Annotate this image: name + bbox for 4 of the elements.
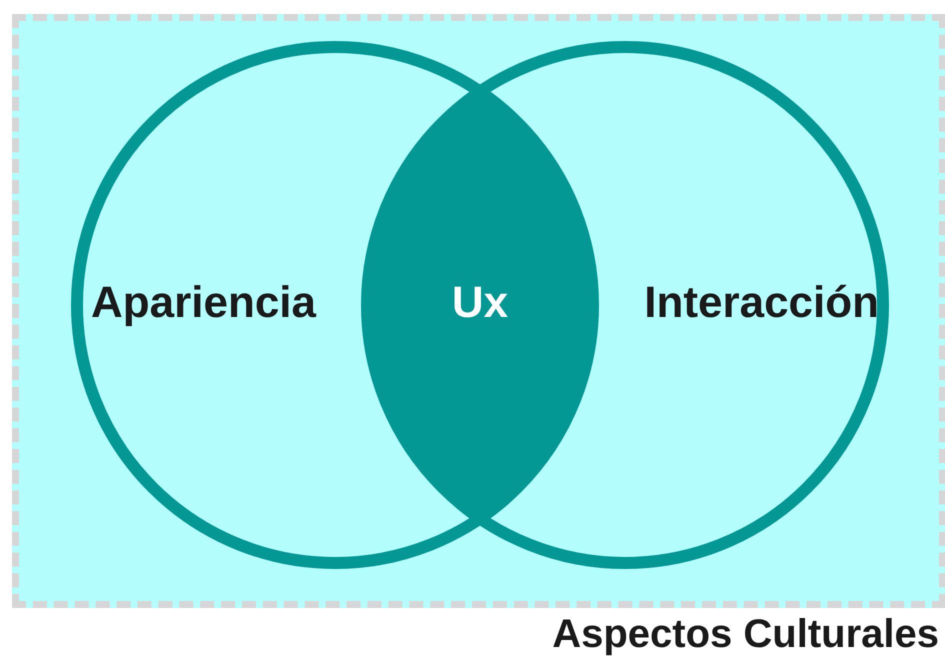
- set-label: Apariencia: [91, 278, 316, 328]
- overlap-label: Ux: [450, 278, 510, 328]
- set-label: Interacción: [644, 278, 879, 328]
- frame-title: Aspectos Culturales: [552, 612, 939, 657]
